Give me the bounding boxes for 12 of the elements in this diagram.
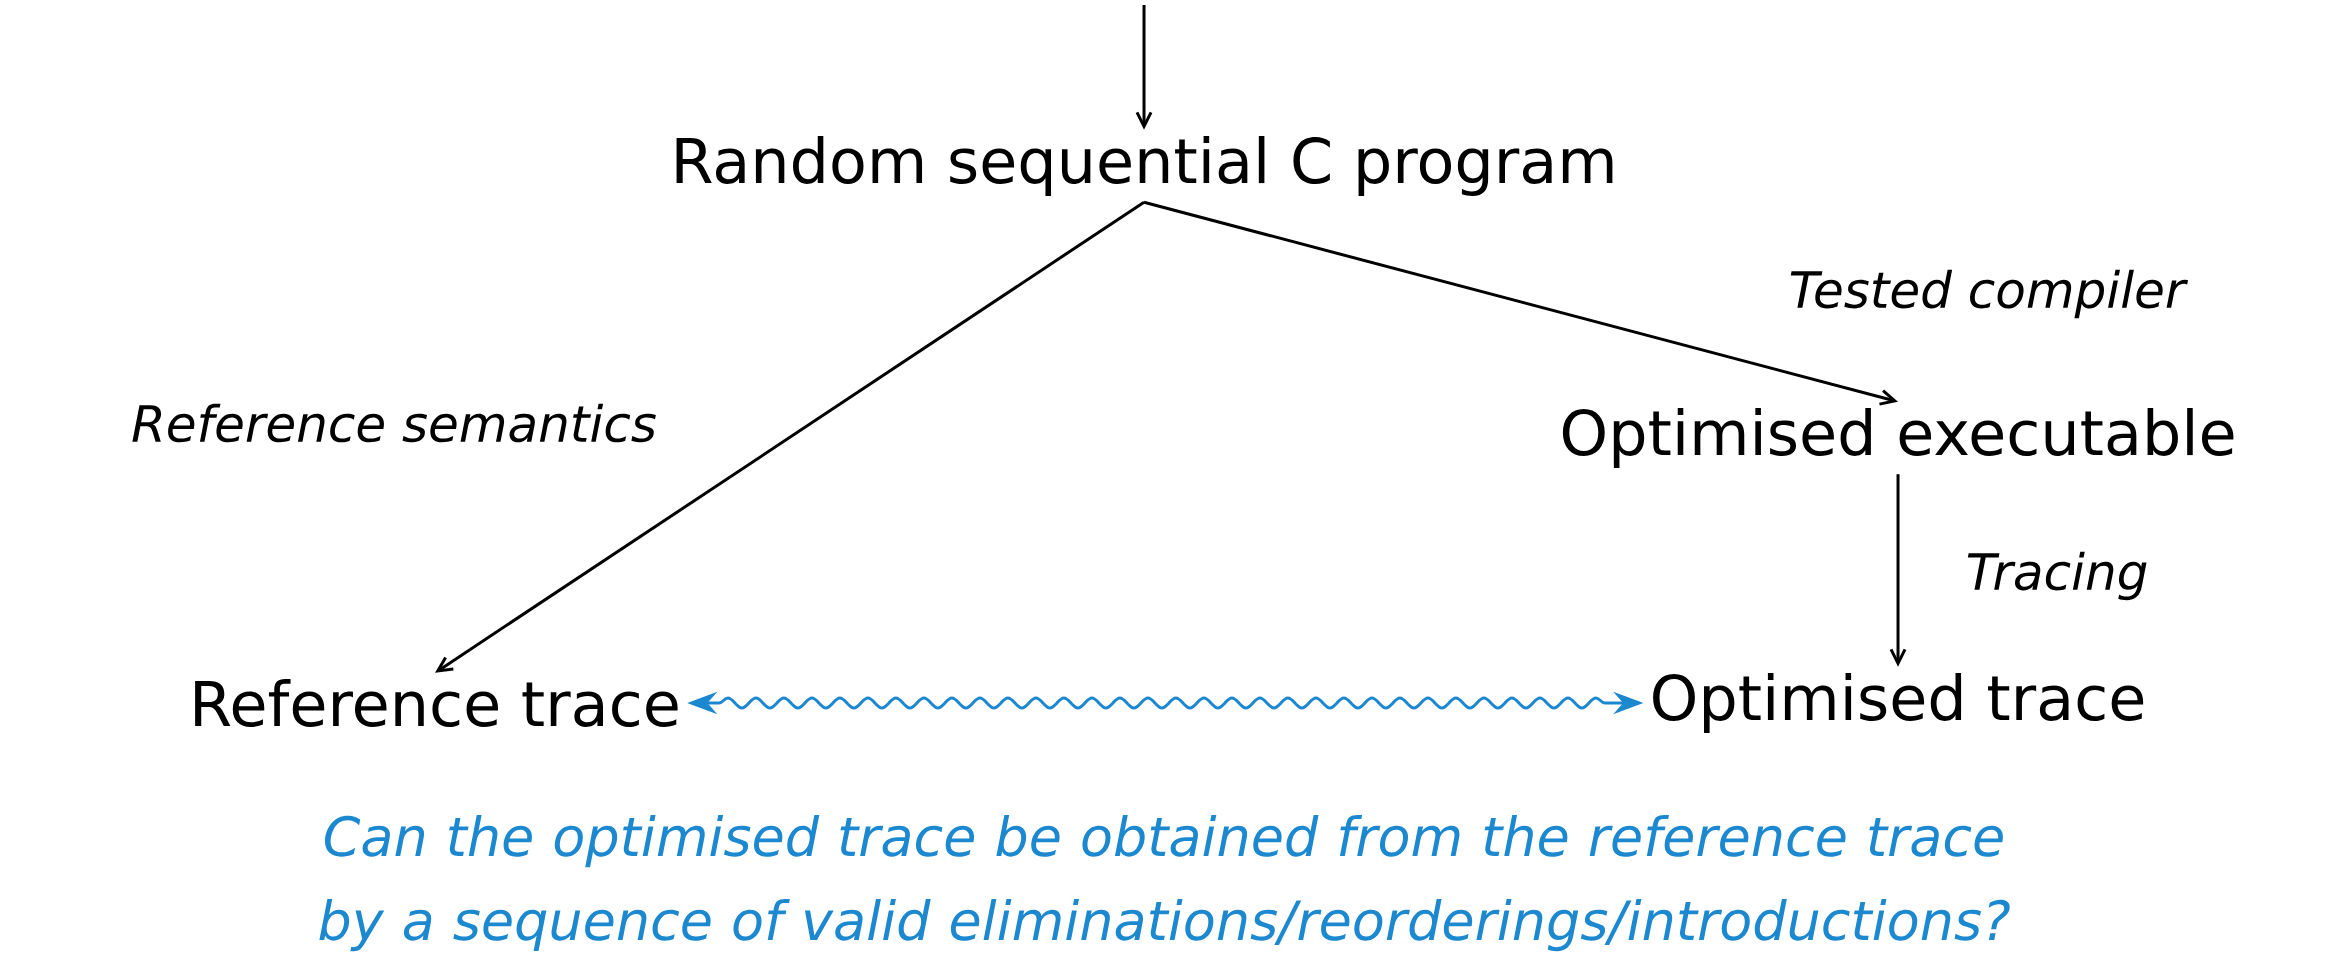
node-text: Reference trace [195, 679, 678, 727]
node-text: Random sequential C program [676, 136, 1613, 196]
edge-label: Tracing [1967, 551, 2147, 601]
arrow [1135, 5, 1153, 130]
arrow [435, 200, 1145, 673]
caption: Can the optimised trace be obtained from the reference trace by a sequence of valid eliminations/reorderings/introductions? [319, 814, 2010, 952]
node-text: Optimised executable [1562, 408, 2234, 468]
arrow [1143, 200, 1899, 406]
edge-label: Tested compiler [1790, 269, 2188, 319]
arrow [1889, 474, 1907, 667]
node-text: Optimised trace [1653, 673, 2144, 733]
edge-label: Reference semantics [132, 403, 656, 443]
